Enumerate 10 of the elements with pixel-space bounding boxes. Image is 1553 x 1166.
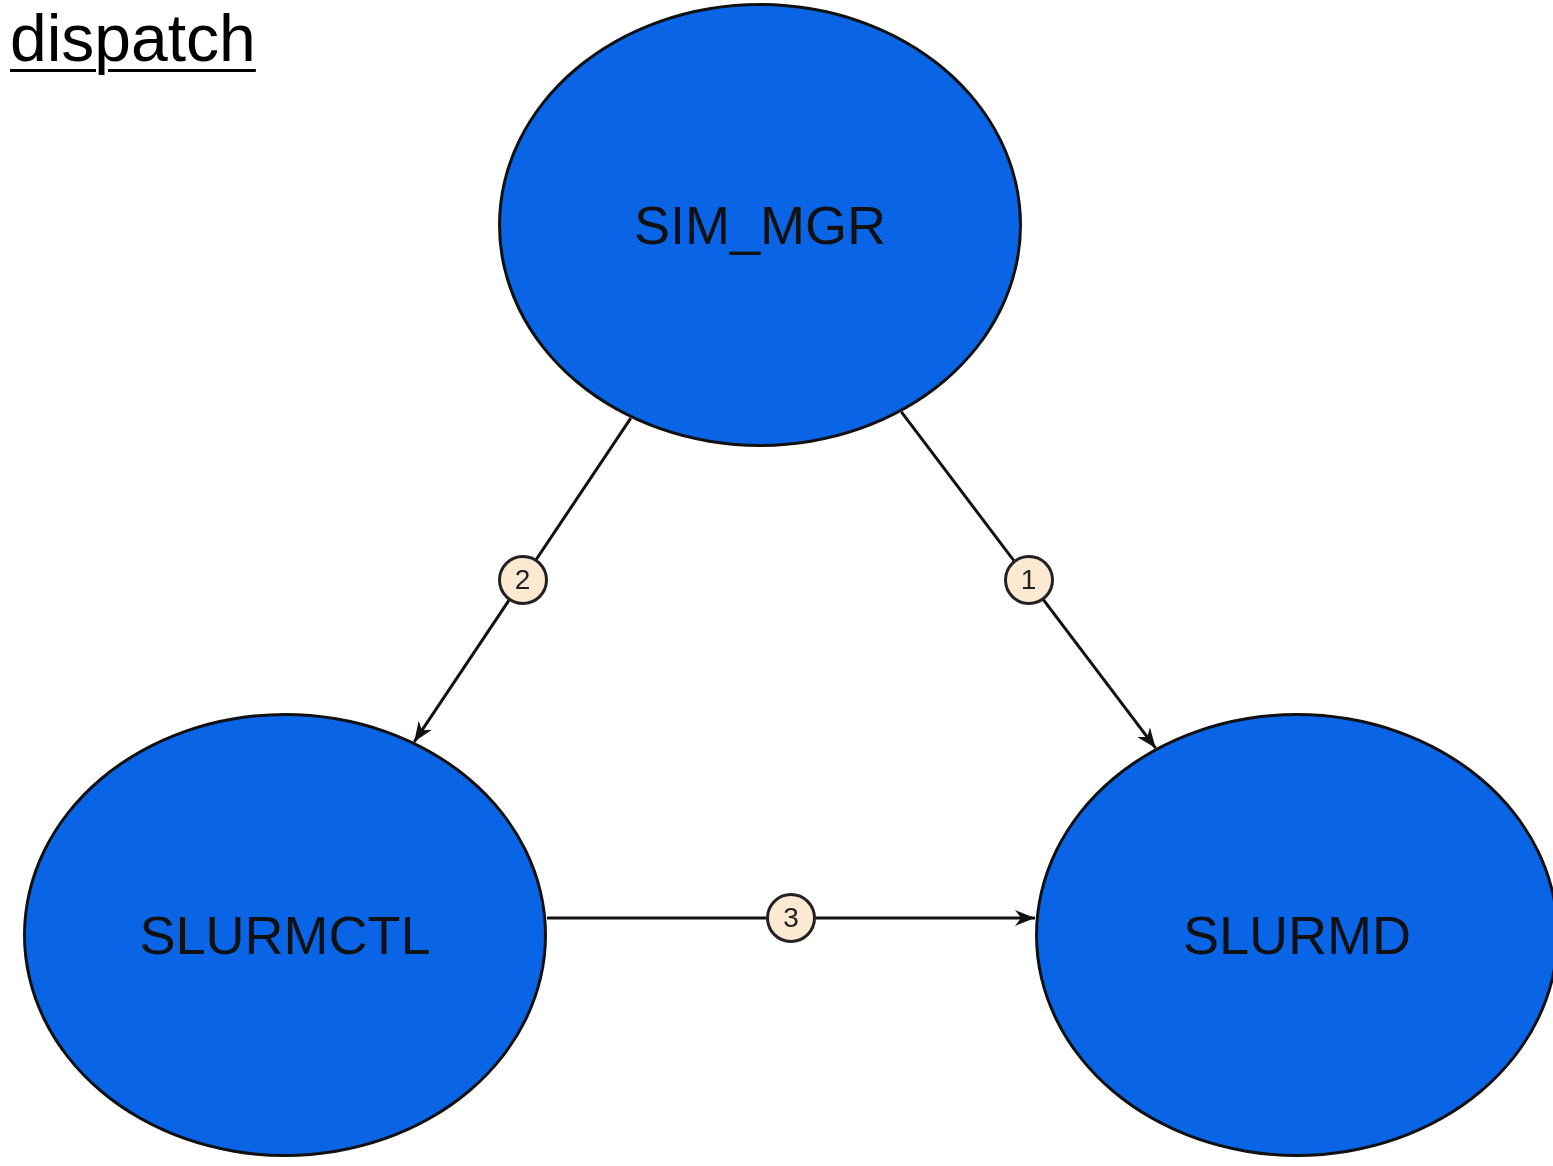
step-number: 2	[497, 555, 548, 605]
node-label: SIM_MGR	[634, 194, 886, 256]
arrow	[547, 910, 1035, 926]
step-number: 1	[1003, 555, 1054, 605]
arrow	[412, 417, 633, 743]
node-label: SLURMD	[1183, 904, 1411, 966]
step-number: 3	[766, 893, 816, 943]
node-label: SLURMCTL	[139, 904, 431, 966]
title: dispatch	[10, 0, 256, 76]
arrow	[900, 411, 1157, 749]
